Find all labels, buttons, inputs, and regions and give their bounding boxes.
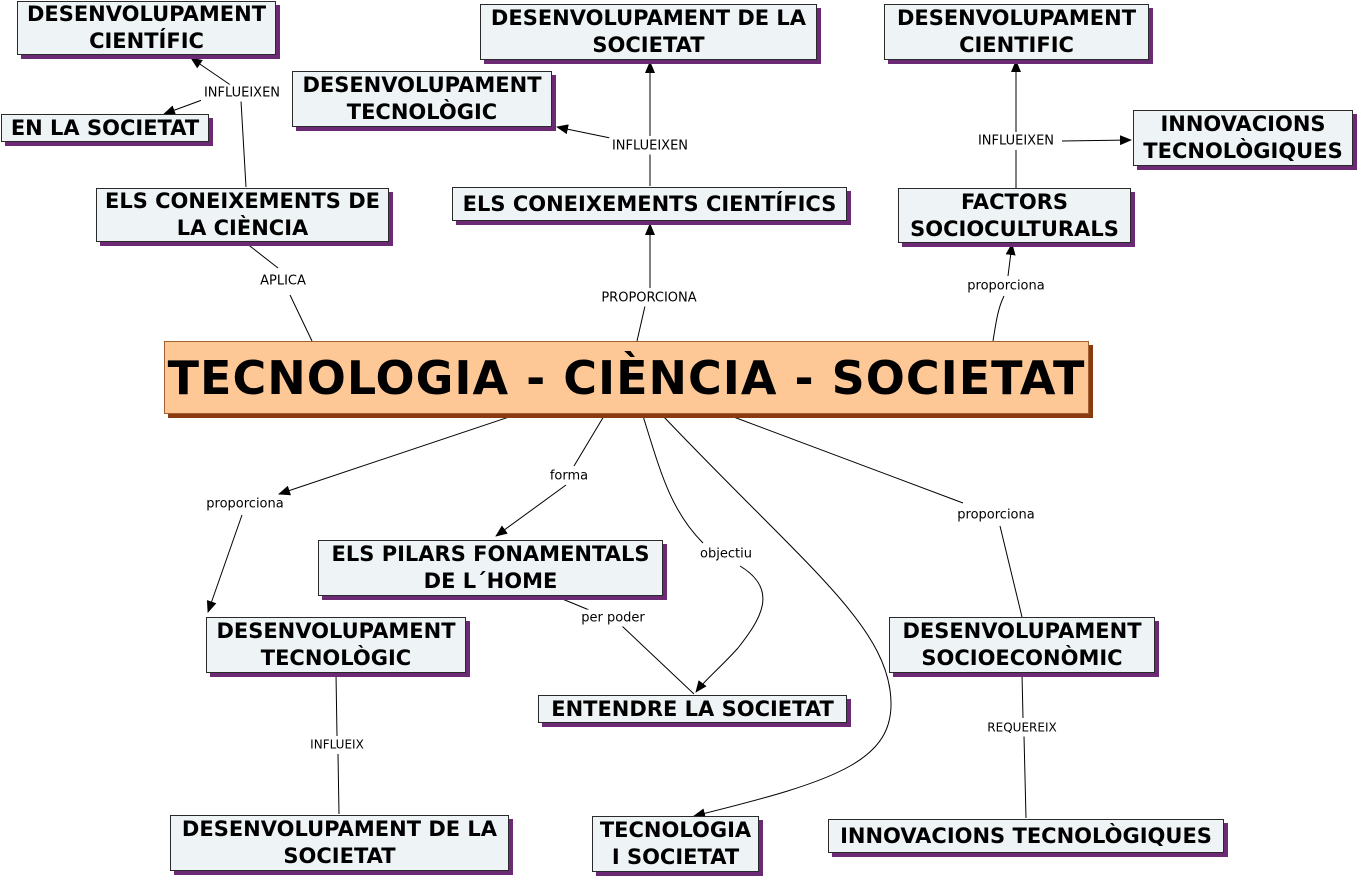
line-proporciona-top (636, 224, 650, 342)
node-dev-cientific-tl: DESENVOLUPAMENT CIENTÍFIC (17, 1, 276, 55)
link-label-proporciona-bl: proporciona (203, 495, 287, 513)
node-innovacions-tr: INNOVACIONS TECNOLÒGIQUES (1133, 110, 1353, 166)
line-proporciona-br-2 (999, 525, 1023, 618)
link-label-influeixen-right: INFLUEIXEN (974, 132, 1058, 150)
line-influeixen-to-cientific (190, 57, 233, 87)
node-dev-tecnologic-top: DESENVOLUPAMENT TECNOLÒGIC (292, 71, 552, 127)
link-label-influeixen-left: INFLUEIXEN (200, 84, 284, 102)
line-requereix (1021, 673, 1027, 819)
node-en-la-societat: EN LA SOCIETAT (1, 114, 209, 142)
node-coneixements-cientifics: ELS CONEIXEMENTS CIENTÍFICS (452, 187, 847, 221)
node-dev-tecnologic-bottom: DESENVOLUPAMENT TECNOLÒGIC (206, 617, 466, 673)
link-label-proporciona-top: PROPORCIONA (598, 289, 700, 307)
link-label-influeixen-mid: INFLUEIXEN (608, 137, 692, 155)
node-entendre-societat: ENTENDRE LA SOCIETAT (538, 695, 847, 723)
node-tecnologia-societat: TECNOLOGIA I SOCIETAT (592, 816, 759, 872)
link-label-aplica: APLICA (257, 272, 309, 290)
line-objectiu-1 (642, 415, 704, 544)
line-forma-2 (495, 484, 567, 537)
link-label-proporciona-br: proporciona (954, 506, 1038, 524)
link-label-requereix: REQUEREIX (984, 719, 1060, 737)
line-tecnologia-societat (662, 415, 892, 819)
link-label-forma: forma (546, 467, 592, 485)
line-influeixen-to-innovacions (1061, 135, 1132, 146)
line-forma-1 (573, 415, 605, 467)
node-pilars-home: ELS PILARS FONAMENTALS DE L´HOME (318, 540, 663, 596)
line-proporciona-bl-1 (278, 415, 513, 496)
node-dev-cientific-tr: DESENVOLUPAMENT CIENTIFIC (884, 4, 1149, 60)
line-influeix (335, 673, 340, 815)
line-proporciona-tr (992, 244, 1012, 342)
line-per-poder-2 (621, 625, 695, 695)
link-label-per-poder: per poder (578, 609, 648, 627)
node-dev-socioeconomic: DESENVOLUPAMENT SOCIOECONÒMIC (889, 617, 1155, 673)
link-label-influeix: INFLUEIX (307, 736, 367, 754)
node-main-title: TECNOLOGIA - CIÈNCIA - SOCIETAT (164, 341, 1089, 414)
node-dev-societat-bottom: DESENVOLUPAMENT DE LA SOCIETAT (170, 815, 509, 871)
line-proporciona-br-1 (730, 415, 964, 504)
line-proporciona-bl-2 (206, 514, 243, 613)
line-objectiu-2 (695, 565, 764, 693)
line-aplica (245, 242, 313, 342)
node-innovacions-br: INNOVACIONS TECNOLÒGIQUES (828, 819, 1224, 853)
line-influeixen-to-societat (163, 99, 203, 115)
line-influeixen-left (240, 100, 247, 188)
node-factors-socioculturals: FACTORS SOCIOCULTURALS (898, 188, 1131, 243)
node-dev-societat-top: DESENVOLUPAMENT DE LA SOCIETAT (480, 4, 817, 60)
node-coneixements-ciencia: ELS CONEIXEMENTS DE LA CIÈNCIA (96, 188, 389, 242)
link-label-proporciona-tr: proporciona (964, 277, 1048, 295)
link-label-objectiu: objectiu (697, 545, 755, 563)
